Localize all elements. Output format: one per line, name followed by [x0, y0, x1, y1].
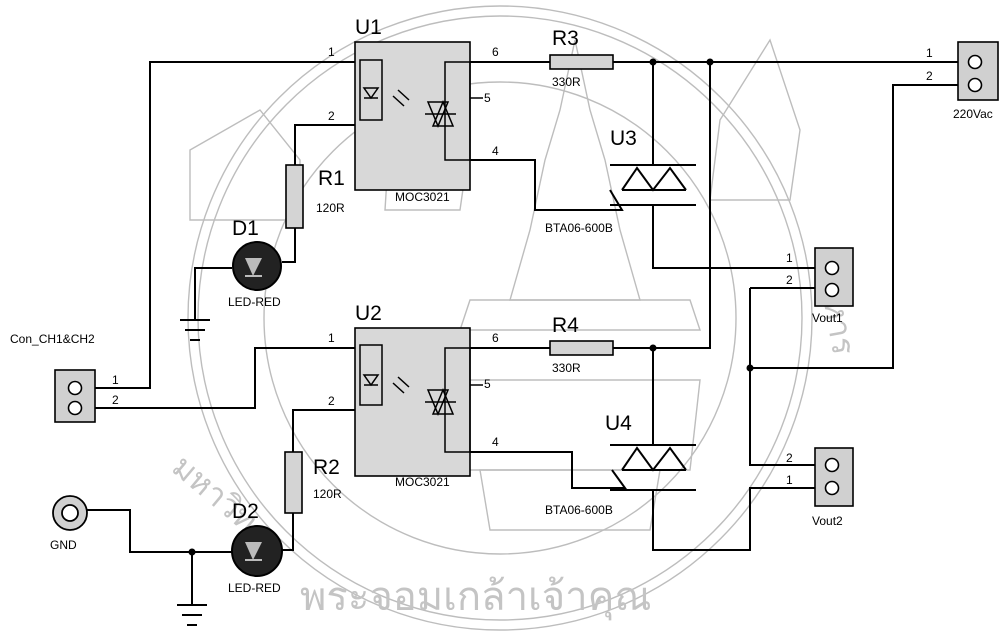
- vout1-pin2: 2: [786, 273, 793, 287]
- vout1-connector: [814, 247, 854, 307]
- r4-ref: R4: [552, 314, 579, 337]
- con-pin1: 1: [112, 373, 119, 387]
- u1-pin5: 5: [484, 91, 491, 105]
- r3-resistor: [549, 54, 614, 70]
- con-ch1-ch2-connector: [54, 369, 96, 423]
- ac-label: 220Vac: [953, 107, 993, 121]
- u3-ref: U3: [610, 127, 637, 150]
- d1-value: LED-RED: [228, 295, 281, 309]
- svg-text:พระจอมเกล้าเจ้าคุณ: พระจอมเกล้าเจ้าคุณ: [300, 574, 651, 621]
- con-label: Con_CH1&CH2: [10, 332, 95, 346]
- u2-pin4: 4: [492, 435, 499, 449]
- vout1-label: Vout1: [812, 311, 843, 325]
- u4-triac: [610, 444, 696, 491]
- d1-ref: D1: [232, 217, 259, 240]
- gnd-label: GND: [50, 538, 77, 552]
- u3-triac: [610, 164, 696, 206]
- u2-ref: U2: [355, 302, 382, 325]
- d2-ref: D2: [232, 500, 259, 523]
- u2-pin2: 2: [328, 394, 335, 408]
- gnd-terminal: [52, 495, 88, 531]
- r1-value: 120R: [316, 201, 345, 215]
- u1-pin2: 2: [328, 109, 335, 123]
- u2-part: MOC3021: [395, 475, 450, 489]
- d2-value: LED-RED: [228, 581, 281, 595]
- d2-led: [231, 525, 283, 577]
- u1-pin4: 4: [492, 144, 499, 158]
- r1-ref: R1: [318, 167, 345, 190]
- ac-220vac-connector: [957, 41, 999, 101]
- u4-ref: U4: [605, 412, 632, 435]
- vout2-pin1: 1: [786, 473, 793, 487]
- r1-resistor: [285, 164, 304, 229]
- ac-pin2: 2: [926, 69, 933, 83]
- r2-ref: R2: [313, 456, 340, 479]
- con-pin2: 2: [112, 393, 119, 407]
- r3-ref: R3: [552, 27, 579, 50]
- u1-optocoupler: [354, 41, 471, 191]
- u1-ref: U1: [355, 16, 382, 39]
- vout2-pin2: 2: [786, 451, 793, 465]
- ac-pin1: 1: [926, 46, 933, 60]
- u2-pin6: 6: [492, 331, 499, 345]
- u2-pin1: 1: [328, 331, 335, 345]
- r4-value: 330R: [552, 361, 581, 375]
- d1-led: [232, 241, 282, 291]
- r3-value: 330R: [552, 75, 581, 89]
- u1-pin1: 1: [328, 45, 335, 59]
- ground-symbol-d2: [177, 604, 207, 626]
- u2-optocoupler: [354, 327, 471, 477]
- u2-pin5: 5: [484, 377, 491, 391]
- vout2-connector: [814, 447, 854, 507]
- r2-value: 120R: [313, 487, 342, 501]
- ground-symbol-d1: [180, 319, 210, 341]
- u1-pin6: 6: [492, 45, 499, 59]
- u1-part: MOC3021: [395, 190, 450, 204]
- r2-resistor: [284, 451, 303, 514]
- vout2-label: Vout2: [812, 514, 843, 528]
- u4-part: BTA06-600B: [545, 503, 613, 517]
- r4-resistor: [549, 340, 614, 356]
- u3-part: BTA06-600B: [545, 221, 613, 235]
- vout1-pin1: 1: [786, 251, 793, 265]
